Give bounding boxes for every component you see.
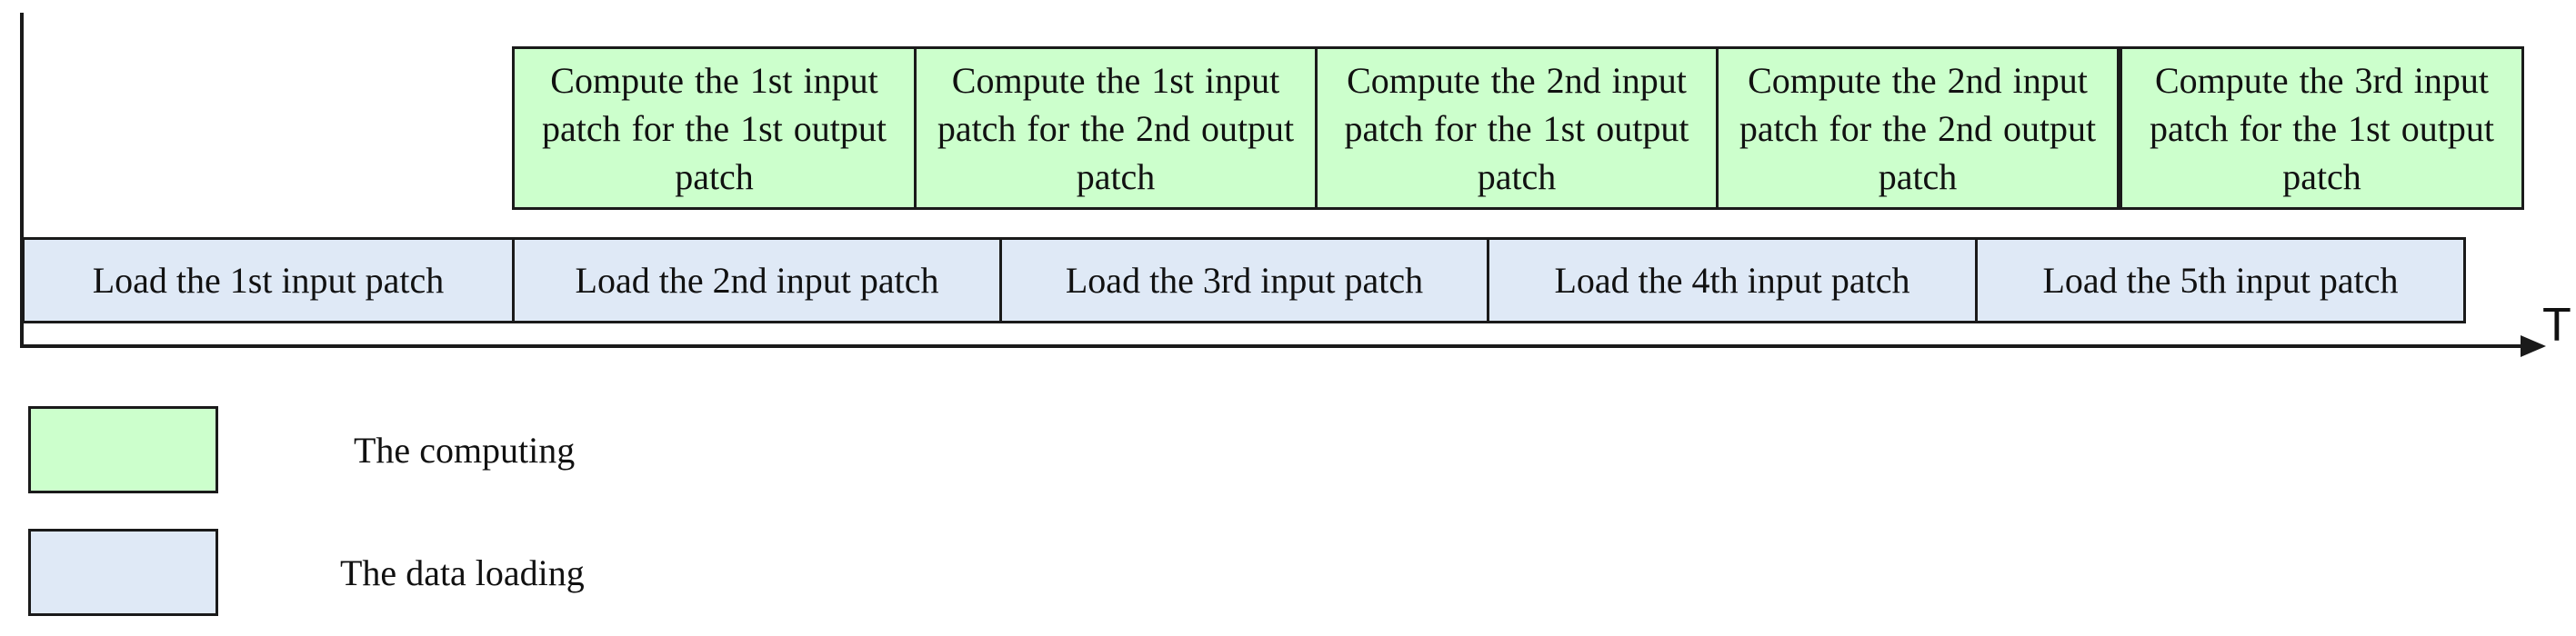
axis-label-t: T xyxy=(2542,299,2571,352)
load-step-4: Load the 4th input patch xyxy=(1487,237,1978,323)
legend-label-loading: The data loading xyxy=(340,552,585,593)
legend-swatch-loading xyxy=(28,529,218,616)
load-step-2: Load the 2nd input patch xyxy=(512,237,1002,323)
compute-step-4: Compute the 2nd input patch for the 2nd … xyxy=(1716,46,2120,210)
axis-arrowhead xyxy=(2521,335,2546,357)
compute-step-5: Compute the 3rd input patch for the 1st … xyxy=(2120,46,2524,210)
compute-step-1: Compute the 1st input patch for the 1st … xyxy=(512,46,917,210)
legend-swatch-computing xyxy=(28,406,218,493)
compute-step-2: Compute the 1st input patch for the 2nd … xyxy=(914,46,1318,210)
load-step-1: Load the 1st input patch xyxy=(22,237,515,323)
load-step-3: Load the 3rd input patch xyxy=(999,237,1489,323)
load-step-5: Load the 5th input patch xyxy=(1975,237,2466,323)
legend-label-computing: The computing xyxy=(354,430,576,471)
compute-step-3: Compute the 2nd input patch for the 1st … xyxy=(1315,46,1719,210)
